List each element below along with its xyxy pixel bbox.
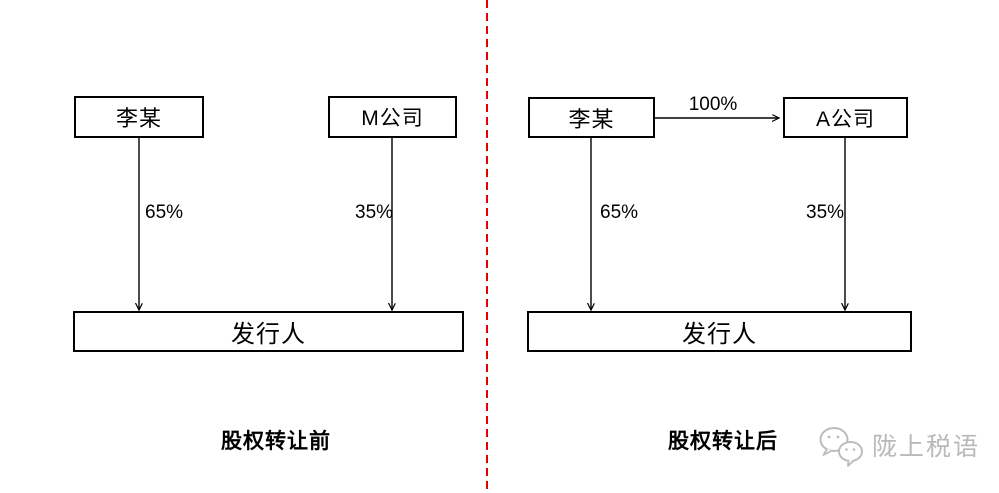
node-before-issuer-label: 发行人 (231, 322, 306, 348)
node-before-company: M公司 (328, 96, 457, 138)
label-after-person-stake: 65% (600, 202, 639, 223)
node-before-person-label: 李某 (115, 106, 162, 131)
node-after-issuer-label: 发行人 (682, 322, 757, 348)
label-after-transfer-pct: 100% (688, 94, 738, 115)
label-before-person-stake: 65% (145, 202, 184, 223)
node-after-issuer: 发行人 (527, 311, 912, 352)
node-before-company-label: M公司 (361, 107, 424, 130)
node-after-company-label: A公司 (815, 107, 875, 131)
node-after-person-label: 李某 (568, 106, 615, 132)
label-before-company-stake: 35% (355, 202, 394, 223)
node-after-company: A公司 (783, 97, 908, 138)
node-before-issuer: 发行人 (73, 311, 464, 352)
node-before-person: 李某 (74, 96, 204, 138)
watermark: 陇上税语 (818, 426, 980, 468)
watermark-label: 陇上税语 (872, 433, 981, 461)
caption-after: 股权转让后 (668, 429, 778, 453)
wechat-logo-icon (819, 427, 863, 467)
node-after-person: 李某 (528, 97, 655, 138)
label-after-company-stake: 35% (806, 202, 845, 223)
caption-before: 股权转让前 (221, 429, 331, 453)
